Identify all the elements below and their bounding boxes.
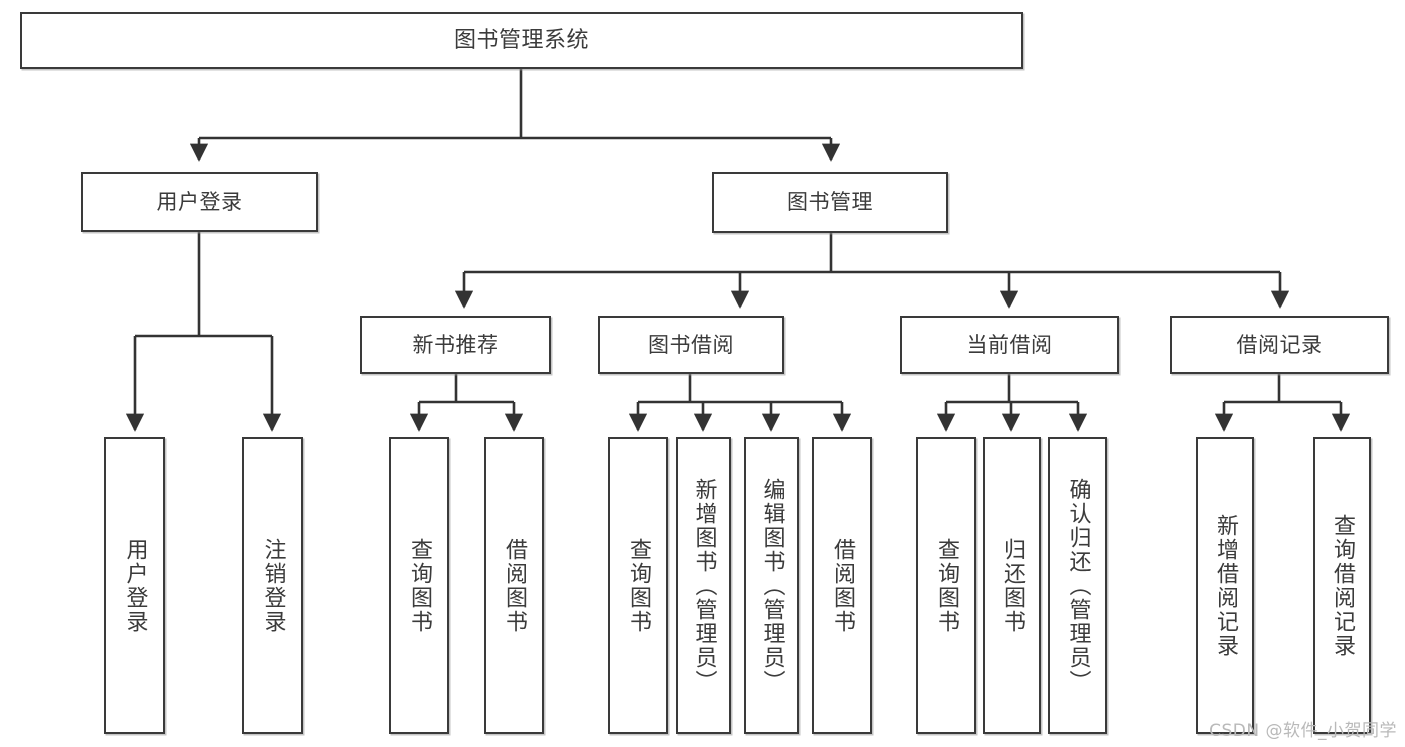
node-leaf-add-book[interactable]: 新增图书（管理员） <box>676 437 731 734</box>
node-borrow-record[interactable]: 借阅记录 <box>1170 316 1389 374</box>
node-user-login[interactable]: 用户登录 <box>81 172 318 232</box>
node-label: 借阅图书 <box>830 537 855 634</box>
node-leaf-borrow-book-1[interactable]: 借阅图书 <box>484 437 544 734</box>
node-current-borrow[interactable]: 当前借阅 <box>900 316 1119 374</box>
node-label: 注销登录 <box>260 537 286 634</box>
node-new-book-recommend[interactable]: 新书推荐 <box>360 316 551 374</box>
node-label: 确认归还（管理员） <box>1065 477 1091 694</box>
watermark-text: CSDN @软件_小贺同学 <box>1209 721 1397 741</box>
node-leaf-query-book-1[interactable]: 查询图书 <box>389 437 449 734</box>
node-label: 归还图书 <box>1000 537 1025 634</box>
node-label: 新增借阅记录 <box>1213 513 1238 658</box>
node-leaf-edit-book[interactable]: 编辑图书（管理员） <box>744 437 799 734</box>
node-label: 查询图书 <box>407 537 432 634</box>
node-label: 用户登录 <box>122 537 148 634</box>
node-label: 图书借阅 <box>648 332 734 357</box>
node-leaf-confirm-return[interactable]: 确认归还（管理员） <box>1048 437 1107 734</box>
node-leaf-return-book[interactable]: 归还图书 <box>983 437 1041 734</box>
node-label: 编辑图书（管理员） <box>759 477 785 694</box>
node-label: 用户登录 <box>156 189 243 214</box>
node-leaf-borrow-book-2[interactable]: 借阅图书 <box>812 437 872 734</box>
node-label: 图书管理 <box>787 190 873 215</box>
node-leaf-add-record[interactable]: 新增借阅记录 <box>1196 437 1254 734</box>
node-leaf-user-login[interactable]: 用户登录 <box>104 437 165 734</box>
node-label: 借阅记录 <box>1236 332 1323 357</box>
node-leaf-query-book-3[interactable]: 查询图书 <box>916 437 976 734</box>
node-book-manage[interactable]: 图书管理 <box>712 172 948 233</box>
node-label: 新书推荐 <box>412 332 499 357</box>
node-root-system[interactable]: 图书管理系统 <box>20 12 1023 69</box>
node-label: 查询图书 <box>626 537 651 634</box>
node-leaf-user-logout[interactable]: 注销登录 <box>242 437 303 734</box>
node-label: 借阅图书 <box>502 537 527 634</box>
node-label: 查询借阅记录 <box>1330 513 1355 658</box>
node-book-borrow[interactable]: 图书借阅 <box>598 316 784 374</box>
node-leaf-query-record[interactable]: 查询借阅记录 <box>1313 437 1371 734</box>
node-label: 查询图书 <box>934 537 959 634</box>
node-label: 新增图书（管理员） <box>691 477 717 694</box>
node-label: 图书管理系统 <box>453 27 589 53</box>
node-leaf-query-book-2[interactable]: 查询图书 <box>608 437 668 734</box>
node-label: 当前借阅 <box>966 332 1053 357</box>
